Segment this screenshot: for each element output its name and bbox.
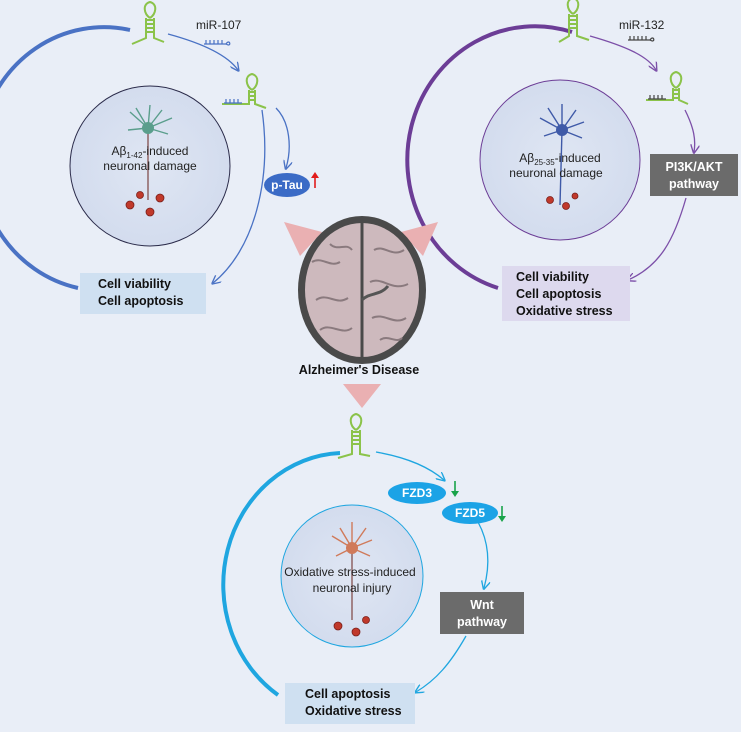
arrow-mirna-to-fzd3	[375, 451, 444, 480]
arrow-target-to-ptau	[275, 107, 289, 168]
outcome-item: Cell viability	[98, 277, 171, 291]
arrow-target-to-pathway-132	[684, 109, 695, 152]
arrow-wnt-to-outcome	[416, 635, 467, 692]
pathway-label: PI3K/AKT pathway	[665, 160, 723, 191]
damage-label-bottom: Oxidative stress-induced	[284, 565, 415, 579]
fzd5-badge: FZD5	[442, 502, 498, 524]
panel-132-arc	[405, 24, 573, 290]
outcome-item: Cell apoptosis	[305, 687, 391, 701]
fzd5-label: FZD5	[455, 506, 485, 520]
neuron-icon-132	[539, 104, 585, 206]
mirna-hairpin-icon	[558, 0, 590, 43]
mirna-small-icon	[628, 36, 655, 42]
panel-bottom: Oxidative stress-induced neuronal injury	[221, 412, 488, 697]
outcome-box-bottom: Cell apoptosis Oxidative stress	[285, 683, 415, 724]
center-group: Alzheimer's Disease	[284, 216, 438, 408]
brain-icon	[298, 216, 426, 364]
bound-mirna-icon	[222, 72, 267, 109]
arrow-pathway-to-outcome-132	[628, 197, 687, 280]
neuron-soma-107	[142, 122, 154, 134]
damage-label-107: Aβ1-42-induced	[112, 144, 189, 160]
fzd3-label: FZD3	[402, 486, 432, 500]
arrow-mirna-to-target-132	[589, 35, 656, 70]
panel-mir107: miR-107 Aβ1-42-induced neuronal damag	[0, 0, 289, 290]
outcome-item: Cell apoptosis	[516, 287, 602, 301]
mirna-label-107: miR-107	[196, 18, 242, 32]
mirna-label-132: miR-132	[619, 18, 665, 32]
outcome-box-107: Cell viability Cell apoptosis	[80, 273, 206, 314]
bound-mirna-strand	[224, 99, 242, 104]
fzd3-badge: FZD3	[388, 482, 446, 504]
outcome-box-132: Cell viability Cell apoptosis Oxidative …	[502, 266, 630, 321]
outcome-item: Oxidative stress	[305, 704, 402, 718]
synapse-icon-107	[125, 191, 165, 217]
outcome-item: Cell apoptosis	[98, 294, 184, 308]
mirna-small-icon	[204, 40, 231, 46]
bound-mirna-icon	[646, 70, 689, 105]
arrow-fzd5-to-wnt	[477, 521, 488, 588]
pathway-box-wnt: Wnt pathway	[440, 592, 524, 634]
damage-label-107-line2: neuronal damage	[103, 159, 197, 173]
panel-107-arc	[0, 25, 131, 290]
disease-label: Alzheimer's Disease	[299, 363, 419, 377]
neuron-soma-bottom	[346, 542, 358, 554]
pathway-box-pi3k: PI3K/AKT pathway	[650, 154, 738, 196]
synapse-icon-132	[546, 192, 579, 210]
synapse-icon-bottom	[333, 616, 370, 637]
panel-bottom-arc	[221, 451, 341, 697]
neuron-soma-132	[556, 124, 568, 136]
arrow-mirna-to-target-107	[167, 33, 238, 70]
neuron-cell-107	[69, 85, 231, 247]
damage-label-132: Aβ25-35-induced	[519, 151, 600, 167]
bound-mirna-strand	[648, 95, 666, 100]
neuron-cell-132	[479, 79, 641, 241]
mirna-hairpin-icon	[131, 0, 165, 45]
ptau-badge: p-Tau	[264, 173, 310, 197]
triangle-to-132	[401, 222, 438, 256]
ptau-label: p-Tau	[271, 178, 303, 192]
mirna-hairpin-icon	[337, 412, 371, 459]
arrow-target-to-outcome-107	[213, 109, 266, 283]
neuron-icon-107	[127, 104, 173, 200]
damage-label-132-line2: neuronal damage	[509, 166, 603, 180]
damage-label-bottom-line2: neuronal injury	[313, 581, 392, 595]
neuron-icon-bottom	[331, 522, 373, 620]
outcome-item: Oxidative stress	[516, 304, 613, 318]
pathway-label: Wnt pathway	[456, 598, 507, 629]
panel-mir132: miR-132 Aβ25-35-induced neuronal damage	[405, 0, 695, 290]
triangle-to-bottom	[343, 384, 381, 408]
outcome-item: Cell viability	[516, 270, 589, 284]
triangle-to-107	[284, 222, 322, 256]
